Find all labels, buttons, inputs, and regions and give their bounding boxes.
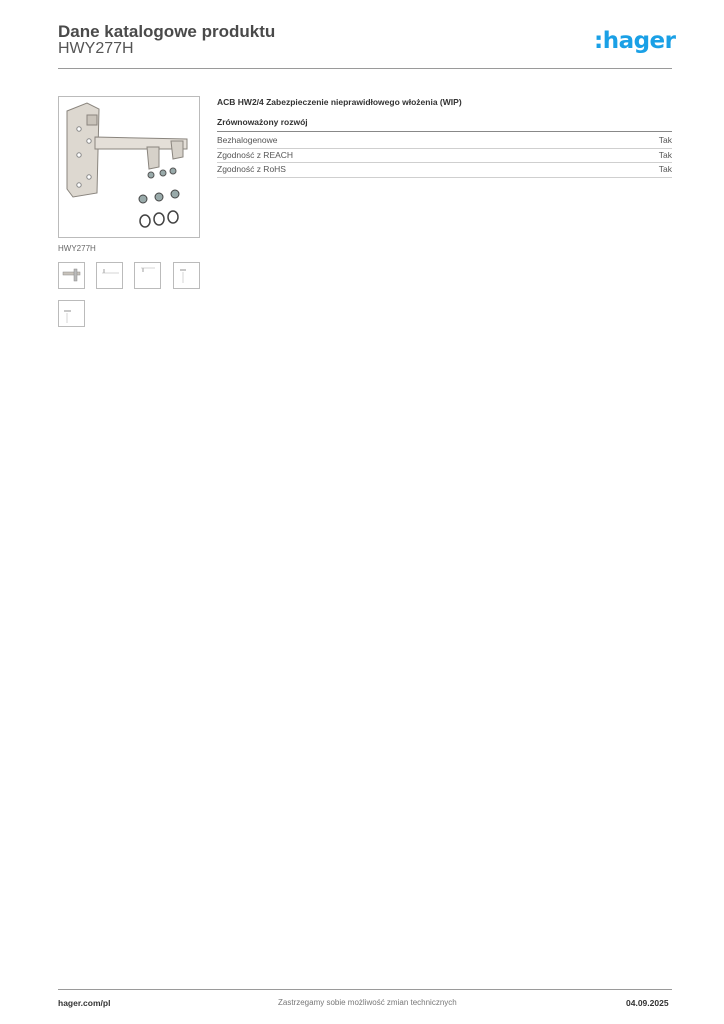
thumbnail-drawing-top[interactable] xyxy=(134,262,161,289)
footer-divider xyxy=(58,989,672,990)
product-code: HWY277H xyxy=(58,40,134,57)
spec-label: Bezhalogenowe xyxy=(217,135,278,145)
drawing-icon xyxy=(141,267,155,272)
spec-row-halogen-free: Bezhalogenowe Tak xyxy=(217,134,672,149)
footer-website-link[interactable]: hager.com/pl xyxy=(58,998,111,1008)
spec-value: Tak xyxy=(658,149,672,160)
drawing-icon xyxy=(64,310,71,323)
section-divider xyxy=(217,131,672,132)
spec-value: Tak xyxy=(658,164,672,174)
thumbnail-bracket-icon xyxy=(62,268,81,282)
product-image[interactable] xyxy=(58,96,200,238)
spec-row-rohs: Zgodność z RoHS Tak xyxy=(217,163,672,178)
drawing-icon xyxy=(102,269,119,274)
drawing-icon xyxy=(180,269,186,283)
spec-table: Bezhalogenowe Tak Zgodność z REACH Tak Z… xyxy=(217,134,672,178)
hager-logo: :hager xyxy=(594,28,676,54)
image-caption: HWY277H xyxy=(58,244,96,253)
bracket-illustration xyxy=(66,102,188,228)
thumbnail-drawing-detail[interactable] xyxy=(58,300,85,327)
thumbnail-product-photo[interactable] xyxy=(58,262,85,289)
spec-value: Tak xyxy=(658,135,672,145)
thumbnail-drawing-front[interactable] xyxy=(96,262,123,289)
thumbnail-drawing-side[interactable] xyxy=(173,262,200,289)
product-title: ACB HW2/4 Zabezpieczenie nieprawidłowego… xyxy=(217,97,462,107)
spec-label: Zgodność z REACH xyxy=(217,149,294,160)
footer-disclaimer: Zastrzegamy sobie możliwość zmian techni… xyxy=(278,998,457,1007)
section-title: Zrównoważony rozwój xyxy=(217,117,308,127)
spec-label: Zgodność z RoHS xyxy=(217,164,286,174)
spec-row-reach: Zgodność z REACH Tak xyxy=(217,149,672,163)
header-divider xyxy=(58,68,672,69)
footer-date: 04.09.2025 xyxy=(626,998,669,1008)
page-title: Dane katalogowe produktu xyxy=(58,22,276,41)
